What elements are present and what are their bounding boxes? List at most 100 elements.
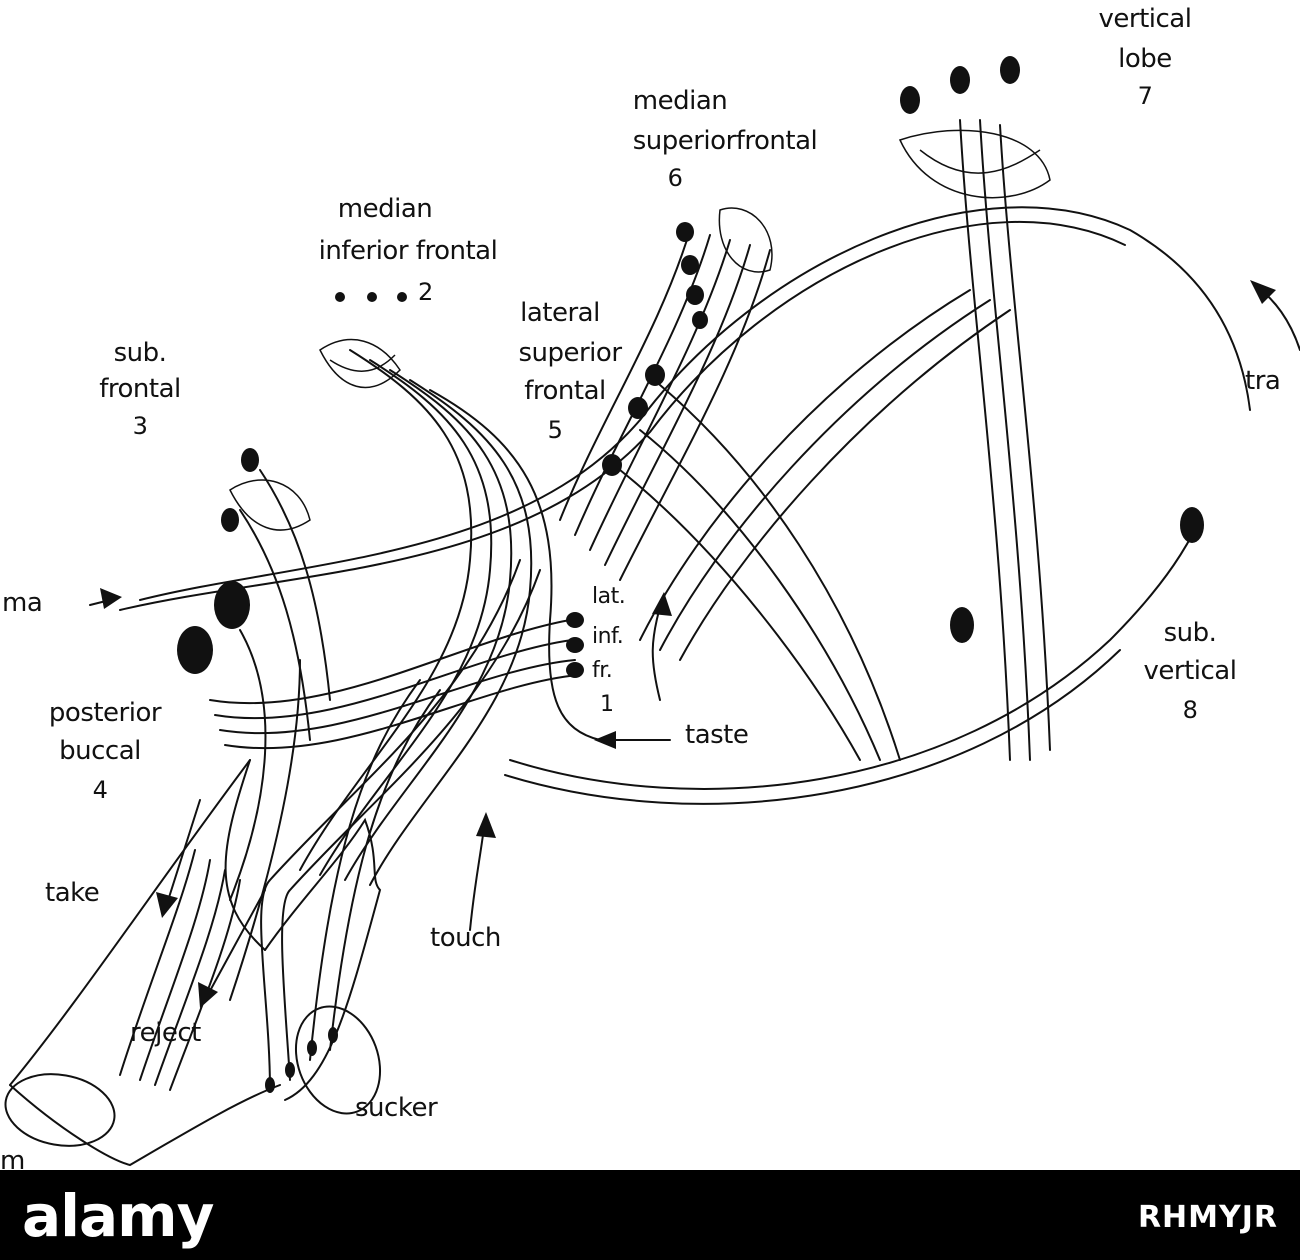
label-lat-inf-fr-3: fr. [592, 658, 613, 683]
sensory-neuron-2 [285, 1062, 295, 1078]
fiber-sucker-2 [281, 569, 541, 1081]
label-posterior-buccal-2: buccal [59, 736, 141, 766]
fiber-4d [214, 639, 573, 720]
fiber-4f [224, 674, 579, 750]
neuron-6c [686, 285, 704, 305]
arrowhead-taste [594, 731, 616, 749]
fiber-2a [299, 349, 473, 871]
footer-image-code: RHMYJR [1137, 1200, 1278, 1235]
neuron-8a [950, 607, 974, 643]
fiber-2b [319, 359, 493, 876]
sucker-arm [264, 817, 382, 1101]
fiber-lower-a [509, 519, 1201, 790]
neural-pathway-diagram: vertical lobe 7 median superiorfrontal 6… [0, 4, 1300, 1174]
label-sub-frontal-2: frontal [99, 374, 181, 404]
label-median-inf-frontal-2: inferior frontal [318, 236, 498, 266]
muscle-hatch-2 [154, 869, 226, 1086]
label-touch: touch [430, 923, 501, 953]
label-sucker: sucker [355, 1093, 438, 1123]
fiber-cross-c [679, 309, 1011, 661]
arm-outline-left [9, 759, 251, 1086]
neuron-5b [628, 397, 648, 419]
neuropil-3 [229, 479, 311, 531]
label-median-inf-frontal-num: 2 [418, 278, 433, 306]
fiber-upper-arc-1 [139, 206, 1251, 601]
neuron-4a [214, 581, 250, 629]
fiber-6e [619, 249, 771, 581]
fiber-4b [229, 659, 301, 1001]
label-lateral-sup-frontal-2: superior [518, 338, 622, 368]
arrowhead-lif [652, 592, 672, 616]
arrow-reject-line [204, 889, 266, 1001]
neuropil-7 [898, 129, 1051, 199]
fiber-4e [219, 659, 576, 735]
label-vertical-lobe-1: vertical [1098, 4, 1192, 34]
fiber-upper-arc-2 [119, 221, 1126, 611]
label-vertical-lobe-num: 7 [1137, 82, 1153, 110]
fiber-2c [344, 369, 513, 881]
label-sub-vertical-1: sub. [1163, 618, 1217, 648]
fiber-3a [259, 469, 331, 701]
label-lat-inf-fr-2: inf. [592, 624, 624, 649]
muscle-hatch-1 [139, 859, 211, 1081]
fiber-sucker-1 [260, 559, 521, 1091]
fiber-5c [619, 469, 861, 761]
label-ma: ma [2, 588, 43, 618]
sensory-neuron-1 [265, 1077, 275, 1093]
label-posterior-buccal-num: 4 [92, 776, 108, 804]
watermark-footer: alamy RHMYJR [0, 1170, 1300, 1260]
neuropil-2 [319, 338, 401, 389]
label-median-sup-frontal-num: 6 [667, 164, 683, 192]
label-lat-inf-fr-num: 1 [600, 692, 614, 717]
fiber-5b [639, 429, 881, 761]
label-median-sup-frontal-1: median [632, 86, 728, 116]
neuropil-6 [718, 207, 773, 273]
fiber-2e [429, 389, 601, 741]
neuron-5c [602, 454, 622, 476]
fiber-6a [559, 229, 691, 521]
diagram-drawing [4, 56, 1300, 1167]
fiber-7a [959, 119, 1011, 761]
arrowhead-reject [198, 982, 218, 1008]
fiber-3b [239, 509, 311, 741]
sensory-neuron-4 [328, 1027, 338, 1043]
arm-bottom [9, 1084, 281, 1167]
fiber-6b [574, 234, 711, 536]
muscle-hatch-3 [169, 879, 241, 1091]
fiber-7c [999, 124, 1051, 751]
fiber-sucker-3 [309, 679, 421, 1061]
label-sub-frontal-1: sub. [113, 338, 167, 368]
muscle-hatch-4 [119, 849, 196, 1076]
label-taste: taste [685, 720, 749, 750]
neuron-1c [566, 662, 584, 678]
neuron-6a [676, 222, 694, 242]
neuron-2a [335, 292, 345, 302]
label-lat-inf-fr-1: lat. [592, 584, 626, 609]
label-reject: reject [130, 1018, 201, 1048]
label-sub-vertical-2: vertical [1143, 656, 1237, 686]
neuron-6b [681, 255, 699, 275]
fiber-4c [209, 619, 571, 705]
arrowhead-tra [1250, 280, 1276, 304]
fiber-4a [229, 629, 267, 901]
label-median-inf-frontal-1: median [337, 194, 433, 224]
sucker-end [294, 1005, 382, 1115]
label-vertical-lobe-2: lobe [1118, 44, 1172, 74]
arrowhead-touch [476, 812, 496, 838]
neuron-7a [900, 86, 920, 114]
neuron-5a [645, 364, 665, 386]
fiber-cross-b [659, 299, 991, 651]
label-sub-vertical-num: 8 [1182, 696, 1198, 724]
neuron-8b [1180, 507, 1204, 543]
arrow-take-line [164, 799, 201, 911]
neuron-1a [566, 612, 584, 628]
label-tra: tra [1245, 366, 1281, 396]
neuron-3a [241, 448, 259, 472]
neuron-7b [950, 66, 970, 94]
footer-logo: alamy [22, 1182, 214, 1250]
neuron-7c [1000, 56, 1020, 84]
neuron-3b [221, 508, 239, 532]
label-sub-frontal-num: 3 [132, 412, 148, 440]
label-median-sup-frontal-2: superiorfrontal [632, 126, 818, 156]
label-lateral-sup-frontal-1: lateral [520, 298, 600, 328]
